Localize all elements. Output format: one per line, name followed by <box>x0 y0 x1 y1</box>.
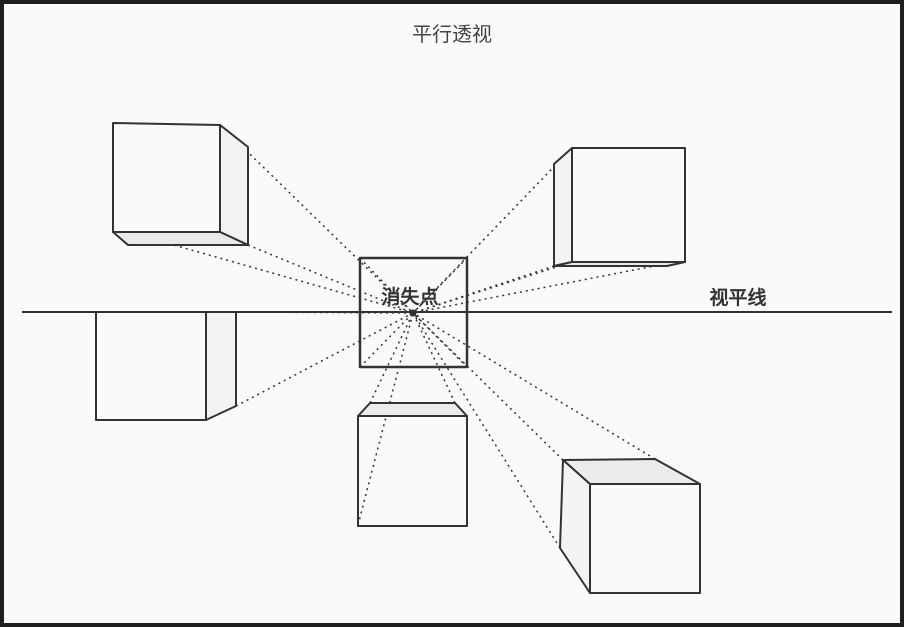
paper-sheet <box>4 4 900 623</box>
cube-bottom-center <box>357 402 468 527</box>
cube-top-right <box>553 147 686 267</box>
horizon-line-label: 视平线 <box>709 286 766 309</box>
cube-bottom-right <box>559 458 701 594</box>
cube-left <box>95 311 237 421</box>
vanishing-point-label: 消失点 <box>381 285 438 308</box>
cube-center <box>358 256 469 369</box>
diagram-title: 平行透视 <box>412 22 492 46</box>
cube-top-left <box>112 122 249 246</box>
